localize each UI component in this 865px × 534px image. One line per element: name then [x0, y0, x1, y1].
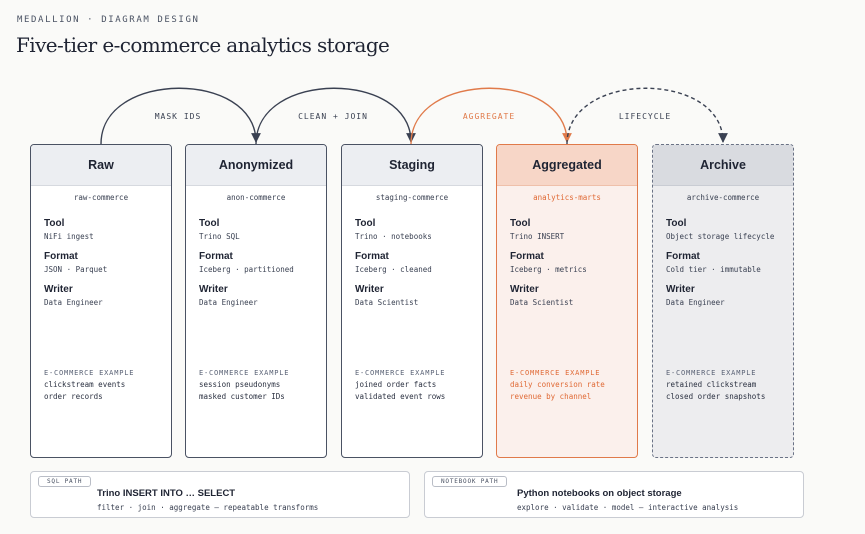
sql-path-card: SQL PATH Trino INSERT INTO … SELECT filt…: [30, 471, 410, 518]
tier-name: Archive: [653, 145, 793, 186]
writer-value: Data Engineer: [199, 298, 258, 307]
notebook-path-card: NOTEBOOK PATH Python notebooks on object…: [424, 471, 804, 518]
tier-tool: Tool Object storage lifecycle: [666, 218, 774, 241]
tier-example: E-COMMERCE EXAMPLE clickstream events or…: [44, 369, 134, 401]
example-line: masked customer IDs: [199, 392, 285, 401]
format-value: Iceberg · partitioned: [199, 265, 294, 274]
diagram-kicker: MEDALLION · DIAGRAM DESIGN: [17, 15, 200, 25]
tier-card-staging: Staging staging-commerce Tool Trino · no…: [341, 144, 483, 458]
tier-example: E-COMMERCE EXAMPLE retained clickstream …: [666, 369, 765, 401]
tier-name: Aggregated: [497, 145, 637, 186]
tier-tool: Tool Trino · notebooks: [355, 218, 432, 241]
tool-label: Tool: [355, 218, 376, 229]
tier-tool: Tool Trino SQL: [199, 218, 240, 241]
example-title: E-COMMERCE EXAMPLE: [510, 369, 601, 377]
example-title: E-COMMERCE EXAMPLE: [199, 369, 290, 377]
flow-arrow-mask-ids: [100, 87, 261, 145]
example-line: order records: [44, 392, 103, 401]
example-title: E-COMMERCE EXAMPLE: [355, 369, 446, 377]
writer-label: Writer: [44, 284, 73, 295]
flow-arrow-aggregate: [410, 87, 572, 145]
tool-label: Tool: [510, 218, 531, 229]
writer-label: Writer: [355, 284, 384, 295]
tier-card-aggregated: Aggregated analytics-marts Tool Trino IN…: [496, 144, 638, 458]
tier-store-name: archive-commerce: [686, 193, 760, 202]
tool-label: Tool: [44, 218, 65, 229]
diagram-title: Five-tier e-commerce analytics storage: [16, 33, 390, 57]
tier-example: E-COMMERCE EXAMPLE daily conversion rate…: [510, 369, 605, 401]
example-line: session pseudonyms: [199, 380, 281, 389]
flow-arrow-clean-join: [255, 87, 416, 145]
tier-writer: Writer Data Engineer: [44, 284, 103, 307]
format-label: Format: [44, 251, 78, 262]
path-title: Python notebooks on object storage: [517, 488, 682, 499]
tier-name: Staging: [342, 145, 482, 186]
example-line: revenue by channel: [510, 392, 592, 401]
writer-value: Data Engineer: [666, 298, 725, 307]
tier-format: Format Iceberg · metrics: [510, 251, 587, 274]
tool-value: Trino SQL: [199, 232, 240, 241]
example-line: validated event rows: [355, 392, 446, 401]
tier-writer: Writer Data Engineer: [199, 284, 258, 307]
writer-value: Data Scientist: [510, 298, 574, 307]
example-title: E-COMMERCE EXAMPLE: [44, 369, 135, 377]
tier-store-name: anon-commerce: [226, 193, 286, 202]
format-label: Format: [355, 251, 389, 262]
path-tag: SQL PATH: [38, 476, 92, 487]
format-value: Iceberg · metrics: [510, 265, 587, 274]
writer-label: Writer: [199, 284, 228, 295]
tool-value: Object storage lifecycle: [666, 232, 775, 241]
tier-format: Format Iceberg · cleaned: [355, 251, 432, 274]
tier-example: E-COMMERCE EXAMPLE session pseudonyms ma…: [199, 369, 289, 401]
example-line: retained clickstream: [666, 380, 757, 389]
tool-label: Tool: [199, 218, 220, 229]
writer-label: Writer: [510, 284, 539, 295]
tier-card-raw: Raw raw-commerce Tool NiFi ingest Format…: [30, 144, 172, 458]
tier-store-name: analytics-marts: [533, 193, 601, 202]
tier-writer: Writer Data Scientist: [510, 284, 573, 307]
tier-tool: Tool Trino INSERT: [510, 218, 564, 241]
tier-store-name: staging-commerce: [375, 193, 449, 202]
flow-arrow-lifecycle: [566, 87, 728, 145]
format-value: JSON · Parquet: [44, 265, 108, 274]
example-line: clickstream events: [44, 380, 126, 389]
flow-label-lifecycle: LIFECYCLE: [619, 112, 671, 121]
tier-example: E-COMMERCE EXAMPLE joined order facts va…: [355, 369, 445, 401]
tier-tool: Tool NiFi ingest: [44, 218, 94, 241]
format-label: Format: [199, 251, 233, 262]
example-title: E-COMMERCE EXAMPLE: [666, 369, 757, 377]
tier-name: Anonymized: [186, 145, 326, 186]
tier-card-anonymized: Anonymized anon-commerce Tool Trino SQL …: [185, 144, 327, 458]
tier-name: Raw: [31, 145, 171, 186]
writer-value: Data Engineer: [44, 298, 103, 307]
flow-label-clean-join: CLEAN + JOIN: [298, 112, 368, 121]
tool-value: Trino · notebooks: [355, 232, 432, 241]
format-value: Iceberg · cleaned: [355, 265, 432, 274]
path-description: filter · join · aggregate — repeatable t…: [97, 503, 319, 512]
tool-value: NiFi ingest: [44, 232, 94, 241]
tier-store-name: raw-commerce: [73, 193, 129, 202]
writer-label: Writer: [666, 284, 695, 295]
example-line: daily conversion rate: [510, 380, 605, 389]
tier-format: Format JSON · Parquet: [44, 251, 107, 274]
tool-value: Trino INSERT: [510, 232, 565, 241]
flow-label-mask-ids: MASK IDS: [155, 112, 202, 121]
format-label: Format: [666, 251, 700, 262]
tier-writer: Writer Data Engineer: [666, 284, 725, 307]
path-description: explore · validate · model — interactive…: [517, 503, 739, 512]
format-value: Cold tier · immutable: [666, 265, 761, 274]
tier-card-archive: Archive archive-commerce Tool Object sto…: [652, 144, 794, 458]
tier-format: Format Cold tier · immutable: [666, 251, 761, 274]
tier-writer: Writer Data Scientist: [355, 284, 418, 307]
flow-label-aggregate: AGGREGATE: [463, 112, 515, 121]
writer-value: Data Scientist: [355, 298, 419, 307]
tool-label: Tool: [666, 218, 687, 229]
tier-format: Format Iceberg · partitioned: [199, 251, 294, 274]
example-line: closed order snapshots: [666, 392, 766, 401]
example-line: joined order facts: [355, 380, 437, 389]
path-tag: NOTEBOOK PATH: [432, 476, 508, 487]
path-title: Trino INSERT INTO … SELECT: [97, 488, 236, 499]
format-label: Format: [510, 251, 544, 262]
